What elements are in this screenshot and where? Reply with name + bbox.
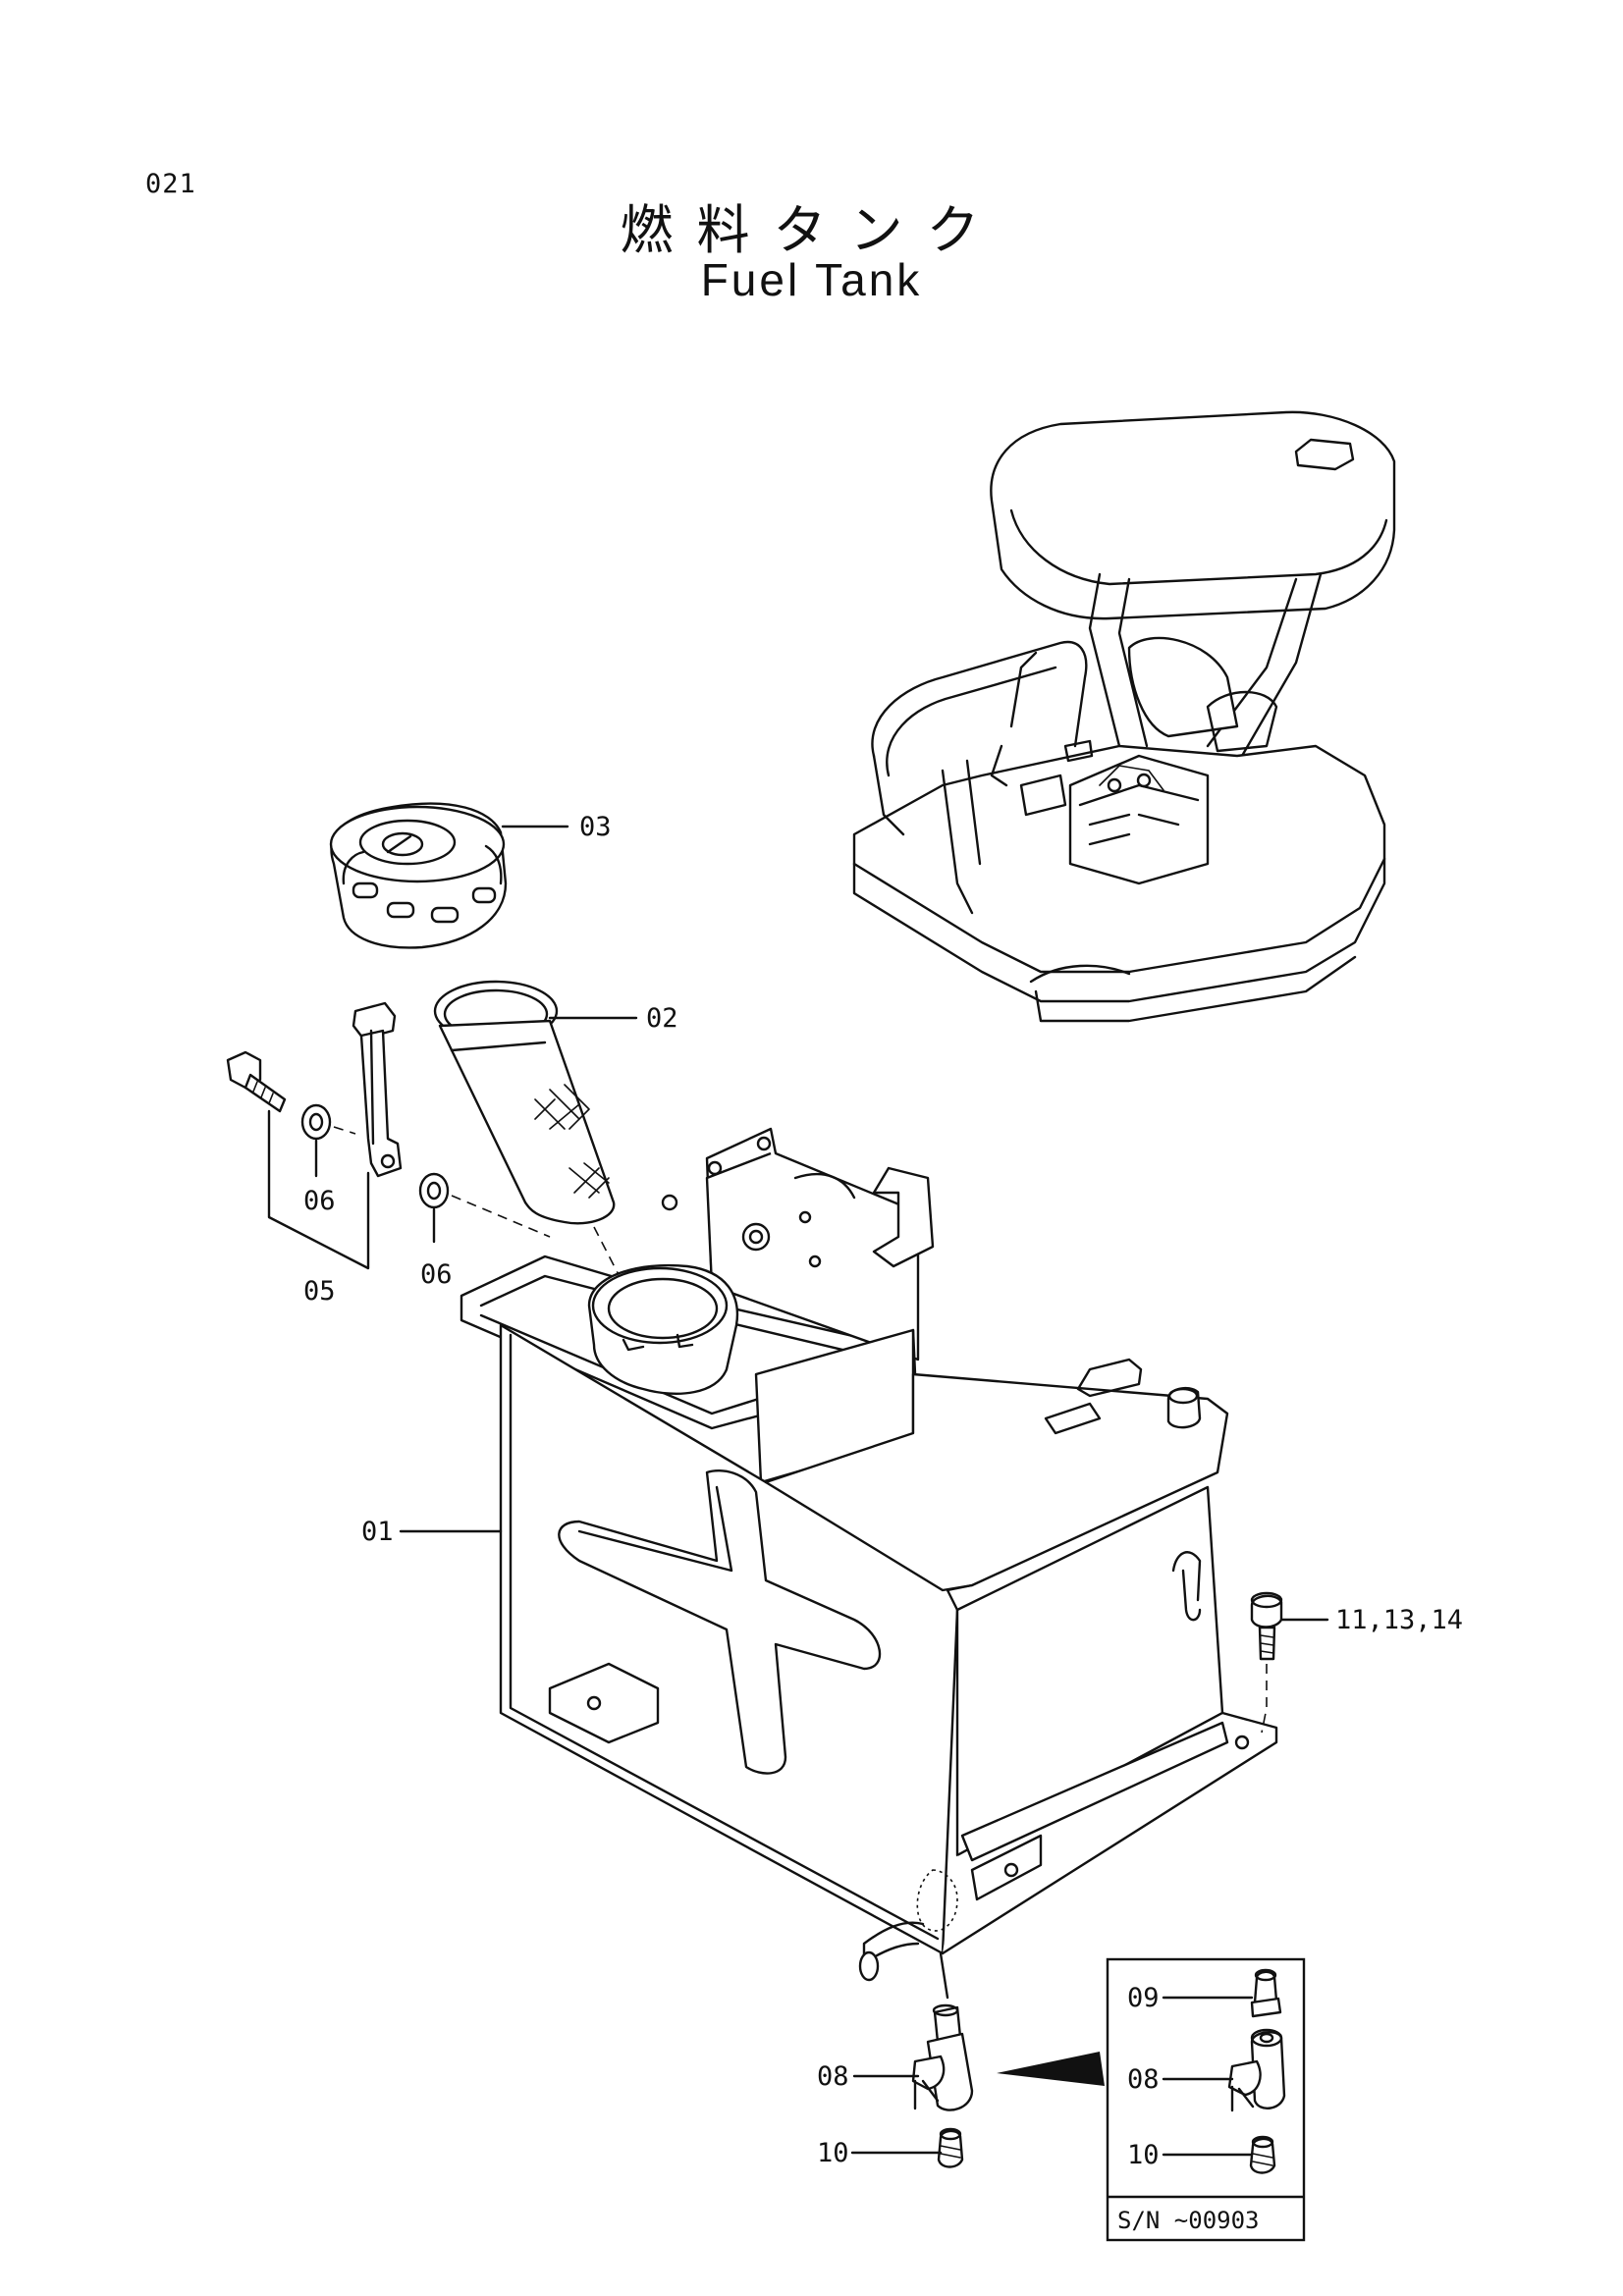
bolt — [226, 1050, 287, 1113]
inset-pointer-arrow — [997, 2052, 1105, 2086]
fuel-cap — [329, 802, 508, 949]
inset-box — [1106, 1957, 1306, 2242]
callout-03: 03 — [579, 812, 612, 842]
inset-nipple — [1250, 1968, 1282, 2018]
inset-callout-08: 08 — [1127, 2064, 1160, 2095]
inset-callout-09: 09 — [1127, 1983, 1160, 2013]
fuel-strainer — [433, 980, 616, 1225]
serial-number-note: S/N ~00903 — [1117, 2207, 1260, 2234]
level-gauge — [352, 1001, 403, 1178]
mounting-bolt — [1250, 1591, 1283, 1734]
drain-cock — [911, 2003, 974, 2111]
machine-overview-illustration — [852, 410, 1396, 1023]
drain-plug — [937, 2127, 964, 2168]
callout-06-left: 06 — [303, 1186, 336, 1216]
leader-lines — [267, 825, 1329, 2157]
callout-05: 05 — [303, 1276, 336, 1307]
callout-10: 10 — [817, 2138, 849, 2168]
callout-02: 02 — [646, 1003, 678, 1034]
callout-06-right: 06 — [420, 1259, 453, 1290]
callout-08: 08 — [817, 2061, 849, 2092]
inset-drain-cock — [1227, 2028, 1286, 2112]
washer-left — [300, 1103, 332, 1141]
page-title-japanese: 燃料タンク — [620, 199, 1003, 261]
page-number: 021 — [145, 169, 196, 199]
callout-01: 01 — [361, 1517, 394, 1547]
page-title: Fuel Tank — [700, 254, 923, 305]
fuel-tank — [460, 1127, 1278, 2000]
washer-right — [418, 1172, 450, 1209]
inset-callout-10: 10 — [1127, 2140, 1160, 2170]
callout-11-13-14: 11,13,14 — [1335, 1605, 1463, 1635]
inset-drain-plug — [1249, 2135, 1276, 2174]
